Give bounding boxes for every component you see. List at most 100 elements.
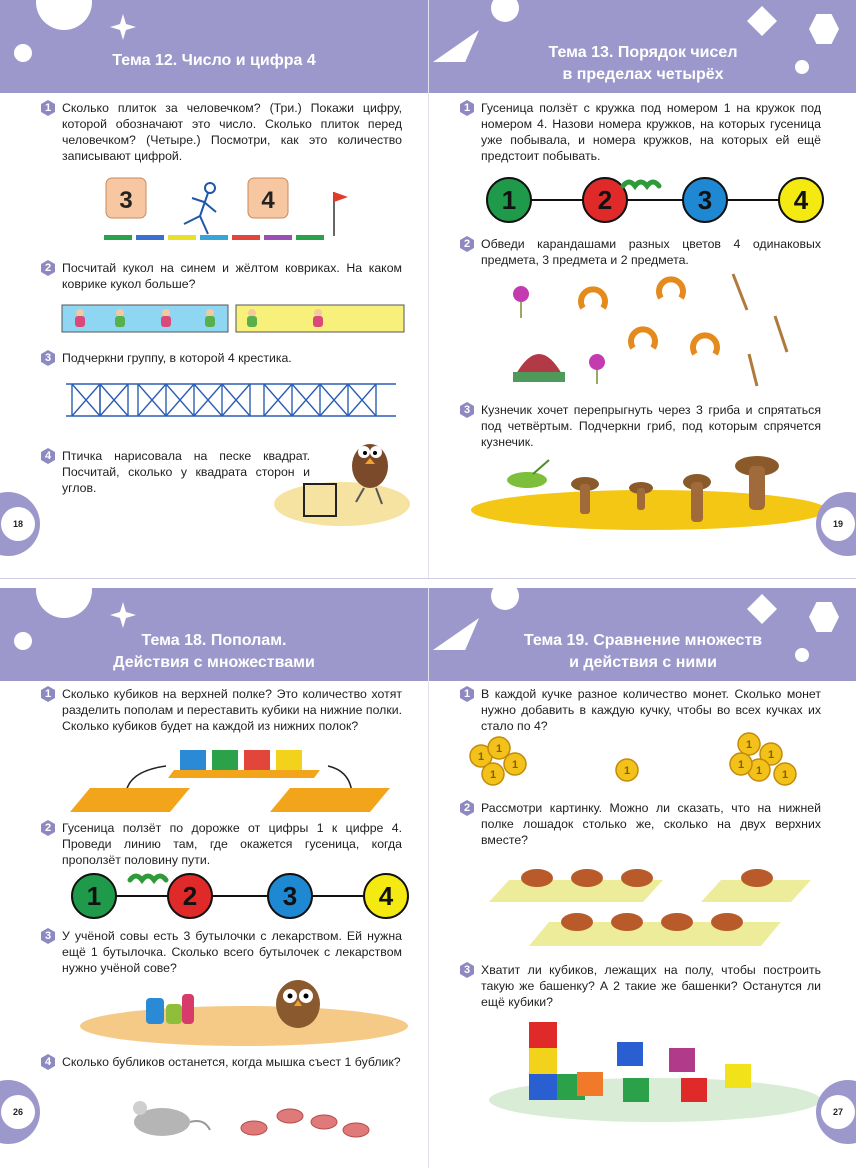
mouse-icon xyxy=(133,1101,211,1136)
mushroom-icon xyxy=(629,482,653,510)
decor-hexagon xyxy=(809,602,839,632)
decor-diamond xyxy=(747,594,777,624)
page-header-banner: Тема 13. Порядок чисел в пределах четырё… xyxy=(429,0,856,93)
cubes-tower-illustration xyxy=(489,1022,821,1122)
task-text: Сколько плиток за человечком? (Три.) Пок… xyxy=(62,101,402,163)
number-circle-label: 2 xyxy=(598,185,612,215)
task-1: 1 Гусеница ползёт с кружка под номером 1… xyxy=(460,100,821,164)
mouse-and-bagels-illustration xyxy=(133,1101,370,1138)
decor-sparkle-icon xyxy=(110,602,136,628)
horseshoe-icon xyxy=(628,326,658,350)
decor-circle xyxy=(795,648,809,662)
task-4: 4 Сколько бубликов останется, когда мышк… xyxy=(41,1054,402,1070)
page-18: Тема 12. Число и цифра 4 1 Сколько плито… xyxy=(0,0,428,580)
coin-icon xyxy=(615,758,639,782)
owl-and-bottles-illustration xyxy=(80,980,408,1046)
page-title-line-2: в пределах четырёх xyxy=(562,66,724,83)
spread-pages-26-27: Тема 18. Пополам. Действия с множествами… xyxy=(0,588,856,1168)
dolls-on-rugs-illustration xyxy=(61,304,405,333)
coin-icon xyxy=(487,736,511,760)
number-circle-label: 2 xyxy=(183,881,197,911)
page-title-line-1: Тема 19. Сравнение множеств xyxy=(523,632,763,649)
coin-label: 1 xyxy=(512,759,518,771)
coin-label: 1 xyxy=(624,765,630,777)
task-text: В каждой кучке разное количество монет. … xyxy=(481,687,821,733)
task-text: Подчеркни группу, в которой 4 крестика. xyxy=(62,351,292,365)
bagel-icon xyxy=(240,1108,370,1138)
coin-label: 1 xyxy=(746,739,752,751)
task-3: 3 Хватит ли кубиков, лежащих на полу, чт… xyxy=(460,962,821,1010)
page-title-line-2: и действия с ними xyxy=(569,654,717,671)
coin-icon xyxy=(737,732,761,756)
cube-icon xyxy=(529,1022,751,1102)
task-3: 3 У учёной совы есть 3 бутылочки с лекар… xyxy=(41,928,402,976)
coin-label: 1 xyxy=(768,749,774,761)
number-circle-3 xyxy=(682,177,728,223)
mushroom-icon xyxy=(735,456,779,510)
coin-label: 1 xyxy=(478,751,484,763)
caterpillar-icon xyxy=(127,873,169,885)
task-text: Обведи карандашами разных цветов 4 одина… xyxy=(481,237,821,267)
number-circle-3 xyxy=(267,873,313,919)
coin-label: 1 xyxy=(490,769,496,781)
coin-icon xyxy=(729,752,753,776)
knit-hat-icon xyxy=(513,354,565,382)
task-number-badge: 2 xyxy=(40,820,56,836)
decor-circle xyxy=(491,588,519,610)
number-circle-label: 1 xyxy=(87,881,101,911)
task-text: Птичка нарисовала на песке квадрат. Посч… xyxy=(62,449,310,495)
task-number-badge: 3 xyxy=(40,928,56,944)
decor-circle xyxy=(14,632,32,650)
caterpillar-icon xyxy=(620,179,662,191)
grasshopper-icon xyxy=(507,459,550,488)
number-circle-4 xyxy=(778,177,824,223)
task-text: Рассмотри картинку. Можно ли сказать, чт… xyxy=(481,801,821,847)
task-2: 2 Посчитай кукол на синем и жёлтом коври… xyxy=(41,260,402,292)
page-header-banner: Тема 19. Сравнение множеств и действия с… xyxy=(429,588,856,681)
rubik-cube-icon xyxy=(180,750,302,770)
page-number-badge: 26 xyxy=(0,1080,40,1144)
coin-icon xyxy=(759,742,783,766)
task-3: 3 Кузнечик хочет перепрыгнуть через 3 гр… xyxy=(460,402,821,450)
digit-card-4: 4 xyxy=(261,187,275,214)
task-number-badge: 1 xyxy=(40,686,56,702)
task-text: Сколько бубликов останется, когда мышка … xyxy=(62,1055,401,1069)
coin-label: 1 xyxy=(782,769,788,781)
digit-card-3: 3 xyxy=(119,187,132,214)
page-header-banner: Тема 18. Пополам. Действия с множествами xyxy=(0,588,428,681)
horses-on-shelves-illustration xyxy=(489,869,811,946)
spread-pages-18-19: Тема 12. Число и цифра 4 1 Сколько плито… xyxy=(0,0,856,580)
decor-sparkle-icon xyxy=(110,14,136,40)
decor-circle xyxy=(36,588,92,618)
page-number: 18 xyxy=(1,507,35,541)
decor-circle xyxy=(36,0,92,30)
task-text: Гусеница ползёт по дорожке от цифры 1 к … xyxy=(62,821,402,867)
page-title-line-1: Тема 18. Пополам. xyxy=(141,632,287,649)
task-text: Гусеница ползёт с кружка под номером 1 н… xyxy=(481,101,821,163)
medicine-bottle-icon xyxy=(146,994,194,1024)
task-2: 2 Гусеница ползёт по дорожке от цифры 1 … xyxy=(41,820,402,868)
grasshopper-mushrooms-illustration xyxy=(471,456,827,530)
task-number-badge: 3 xyxy=(40,350,56,366)
page-19: Тема 13. Порядок чисел в пределах четырё… xyxy=(428,0,856,580)
coin-icon xyxy=(481,762,505,786)
mushroom-icon xyxy=(683,474,711,522)
page-number: 27 xyxy=(821,1095,855,1129)
task-text: Посчитай кукол на синем и жёлтом коврика… xyxy=(62,261,402,291)
task-text: Кузнечик хочет перепрыгнуть через 3 гриб… xyxy=(481,403,821,449)
task-number-badge: 2 xyxy=(40,260,56,276)
page-title-line-1: Тема 13. Порядок чисел xyxy=(548,44,738,61)
coin-label: 1 xyxy=(496,743,502,755)
task-1: 1 Сколько плиток за человечком? (Три.) П… xyxy=(41,100,402,164)
page-header-banner: Тема 12. Число и цифра 4 xyxy=(0,0,428,93)
decor-circle xyxy=(795,60,809,74)
coin-label: 1 xyxy=(738,759,744,771)
number-circle-label: 1 xyxy=(502,185,516,215)
objects-to-circle-illustration xyxy=(513,273,789,387)
task-text: Хватит ли кубиков, лежащих на полу, чтоб… xyxy=(481,963,821,1009)
task-text: Сколько кубиков на верхней полке? Это ко… xyxy=(62,687,402,733)
coin-label: 1 xyxy=(756,765,762,777)
